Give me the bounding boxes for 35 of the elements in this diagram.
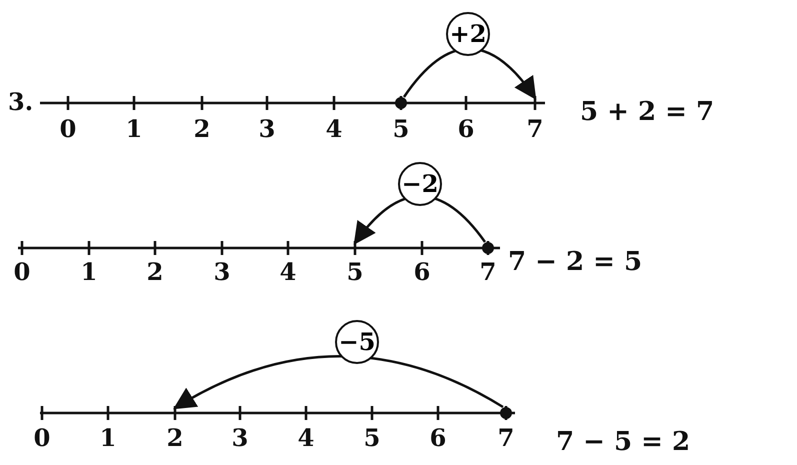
- tick-label: 4: [280, 258, 296, 286]
- tick-label: 7: [498, 424, 514, 452]
- tick-label: 1: [100, 424, 116, 452]
- tick-label: 7: [480, 258, 496, 286]
- equation: 7 − 5 = 2: [556, 428, 690, 456]
- tick-label: 5: [392, 115, 410, 143]
- circled-label: −5: [335, 320, 379, 364]
- tick-label: 7: [526, 115, 544, 143]
- tick-label: 6: [458, 115, 474, 143]
- tick-label: 5: [346, 258, 364, 286]
- point-dot: [500, 407, 512, 419]
- tick-label: 2: [166, 424, 184, 452]
- tick-label: 1: [126, 115, 142, 143]
- jump-arrow: [173, 355, 504, 410]
- point-dot: [482, 242, 494, 254]
- tick-label: 6: [414, 258, 430, 286]
- tick-label: 0: [34, 424, 50, 452]
- tick-label: 0: [60, 115, 76, 143]
- point-dot: [395, 97, 407, 109]
- circled-label: −2: [398, 162, 442, 206]
- tick-label: 2: [194, 115, 210, 143]
- tick-label: 6: [430, 424, 446, 452]
- tick-label: 4: [326, 115, 342, 143]
- tick-label: 3: [214, 258, 230, 286]
- exercise-number: 3.: [8, 88, 34, 116]
- tick-label: 3: [258, 115, 276, 143]
- tick-label: 3: [232, 424, 248, 452]
- tick-label: 0: [14, 258, 30, 286]
- circled-label: +2: [446, 12, 490, 56]
- tick-label: 4: [298, 424, 314, 452]
- tick-label: 2: [146, 258, 164, 286]
- equation: 7 − 2 = 5: [508, 248, 642, 276]
- tick-label: 1: [80, 258, 98, 286]
- tick-label: 5: [364, 424, 380, 452]
- equation: 5 + 2 = 7: [580, 98, 714, 126]
